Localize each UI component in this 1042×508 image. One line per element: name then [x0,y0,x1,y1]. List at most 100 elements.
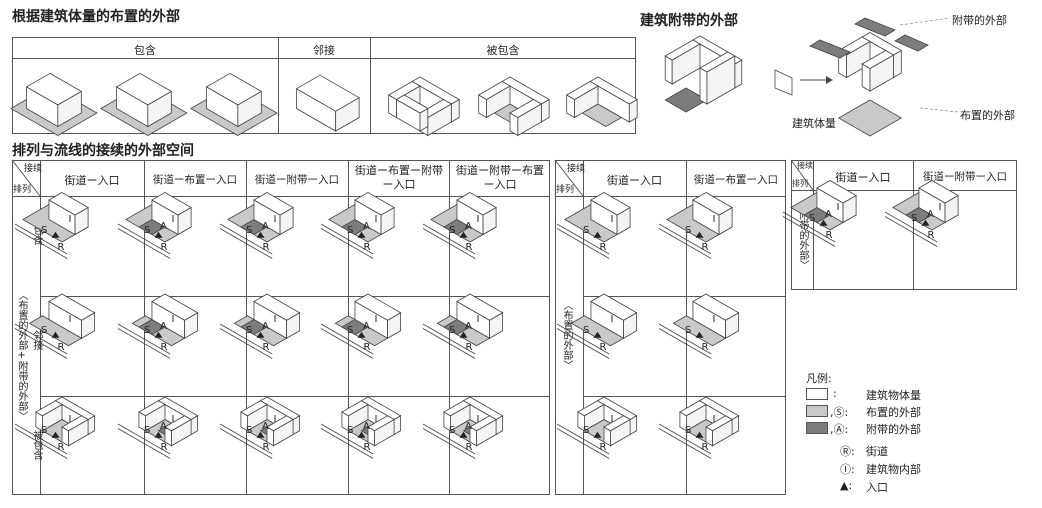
t2-r2-c1-street-line [658,428,712,459]
t1-r1-c0-street-line [14,323,68,355]
t1-r0-c0-street-line [14,223,68,255]
t1-r2-c1-street-line [117,423,171,455]
t1-r1-c1-street-line [117,328,171,359]
t2-r0-c0-street-line [556,228,610,259]
t1-r1-c1-entrance-marker [154,331,163,338]
t3-r0-c1-label-i: I [939,202,942,213]
legend-text-entrance: 入口 [866,481,888,494]
t1-r2-c0-label-r: R [57,442,64,453]
t1-r1-c4-street-line [422,323,476,355]
t1-r1-c3-street-line [320,323,374,355]
t2-r2-c0-wing-right-top-face [603,415,631,432]
t1-r2-c1-label-r: R [160,442,167,453]
t3-r0-c1-street-line [884,211,938,243]
t1-r0-c1-volume-top-face [151,192,192,216]
legend-text-volume: 建筑物体量 [866,389,921,402]
t1-r0-c2-label-s: S [246,225,252,236]
legend-marker-arranged: ,Ⓢ: [830,406,849,419]
t1-row-contains: 包含 [31,225,42,245]
t1-r1-c2-entrance-marker [256,331,265,338]
model-block-left-top-face [664,39,701,61]
t3-corner-arrangement: 排列 [792,179,808,188]
t2-r1-c0-street-line [556,323,610,355]
header-contained: 被包含 [486,44,520,57]
t1-r2-c3-wing-right-top-face [367,415,395,432]
volume-contains-2-top-face [205,72,263,106]
t1-r0-c2-street-line [219,228,273,259]
t2-r0-c1-entrance-marker [695,231,704,238]
t3-r0-c1-volume-top-face [918,180,959,204]
corner-continuation: 接续 [24,164,43,174]
arrow-head [826,76,833,84]
t1-r1-c1-label-r: R [160,342,167,353]
t1-r0-c3-label-i: I [375,214,378,225]
legend-swatch-volume [806,388,828,400]
volume-contains-1-top-face [115,72,173,106]
t3-corner-continuation: 接续 [797,161,813,170]
t1-r2-c4-wing-left-top-face [443,400,471,417]
sequence-table-attached [791,160,1017,290]
t2-r2-c0-street-line [556,428,610,459]
t1-r0-c4-label-s: S [449,225,455,236]
t1-r0-c4-street-line [422,228,476,259]
t1-r1-c3-label-a: A [363,321,370,332]
t1-r2-c2-label-i: I [274,414,277,425]
t2-r1-c1-street-line [658,323,712,355]
t1-r2-c0-entrance-marker [51,431,60,438]
t1-r1-c3-label-i: I [375,314,378,325]
t1-r2-c1-wing-left-top-face [138,400,166,417]
t2-r1-c0-label-s: S [583,325,589,336]
t1-r1-c2-street-line [219,328,273,359]
t1-r0-c0-label-r: R [57,242,64,253]
t2-r1-c0-volume-top-face [590,293,638,321]
t1-r2-c0-wing-left-top-face [35,400,63,417]
t1-r1-c0-label-s: S [41,325,47,336]
t1-r0-c2-street-line [219,223,273,255]
t1-r1-c0-entrance-marker [51,331,60,338]
t3-r0-c0-label-s: S [809,213,815,224]
volume-arrangement-table [12,37,636,134]
callout-volume: 建筑体量 [792,117,836,130]
t2-r2-c1-wing-left-top-face [679,400,707,417]
t3-side-label: 〈附带的外部〉 [797,200,808,270]
section2-title: 建筑附带的外部 [640,13,738,29]
t2-r1-c1-street-line [658,328,712,359]
t1-r2-c2-entrance-marker [256,431,265,438]
t1-r0-c0-volume-top-face [48,192,89,216]
corner-arrangement: 排列 [13,185,32,195]
legend-marker-attached: ,Ⓐ: [830,423,849,436]
t2-r1-c0-label-i: I [611,314,614,325]
t2-r0-c0-label-s: S [583,225,589,236]
t3-col-street-entrance: 街道ー入口 [835,171,891,184]
wing-back-2-top-face [589,76,638,105]
t1-r2-c0-label-i: I [69,414,72,425]
t1-r0-c4-street-line [422,223,476,255]
volume-contains-0-top-face [25,72,83,106]
t1-r0-c0-entrance-marker [51,231,60,238]
t2-r1-c1-entrance-marker [695,331,704,338]
exploded-attached-3 [894,34,929,52]
t2-r2-c1-wing-right-top-face [705,415,733,432]
t1-r2-c4-label-a: A [465,421,472,432]
t1-r0-c1-street-line [117,228,171,259]
t1-r2-c2-street-line [219,423,273,455]
t2-r1-c1-label-r: R [701,342,708,353]
t2-r0-c1-label-i: I [713,214,716,225]
t1-r0-c3-volume-top-face [354,192,395,216]
callout-arranged: 布置的外部 [960,109,1015,122]
t1-r1-c2-label-r: R [262,342,269,353]
t2-corner-continuation: 接续 [567,164,586,174]
t1-r0-c2-label-i: I [274,214,277,225]
wing-right-1-top-face [509,99,543,118]
t1-r0-c3-label-r: R [363,242,370,253]
t1-r2-c0-label-s: S [41,425,47,436]
t1-r2-c3-label-i: I [375,414,378,425]
t1-r2-c0-street-line [14,428,68,459]
t2-r0-c0-street-line [556,223,610,255]
t1-r0-c1-entrance-marker [154,231,163,238]
t1-r2-c3-entrance-marker [357,431,366,438]
t1-r1-c1-label-a: A [160,321,167,332]
t1-r1-c3-label-r: R [363,342,370,353]
t1-r2-c2-wing-left-top-face [240,400,268,417]
